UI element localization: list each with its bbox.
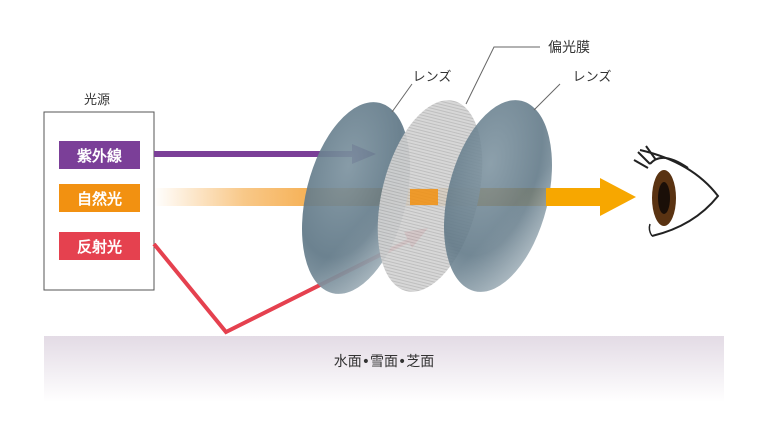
lens-right bbox=[444, 100, 552, 292]
lens-left-leader bbox=[391, 83, 413, 113]
light-source-title: 光源 bbox=[84, 93, 110, 108]
light-item-reflected: 反射光 bbox=[59, 232, 140, 260]
natural-beam-through-film bbox=[410, 189, 438, 205]
light-item-natural: 自然光 bbox=[59, 184, 140, 212]
surface-label: 水面•雪面•芝面 bbox=[334, 354, 435, 370]
polarizer-leader bbox=[465, 46, 540, 105]
lens-right-leader bbox=[533, 83, 561, 111]
polarizer-label: 偏光膜 bbox=[548, 40, 590, 56]
natural-arrowhead bbox=[600, 178, 636, 216]
natural-beam-exit bbox=[546, 188, 604, 206]
uv-label: 紫外線 bbox=[77, 147, 122, 165]
surface-band bbox=[44, 336, 724, 402]
uv-beam bbox=[154, 151, 354, 157]
lens-left-label: レンズ bbox=[413, 69, 452, 85]
reflected-label: 反射光 bbox=[77, 238, 122, 256]
eye-icon bbox=[633, 145, 720, 237]
light-item-uv: 紫外線 bbox=[59, 141, 140, 169]
natural-label: 自然光 bbox=[77, 190, 122, 208]
lens-right-label: レンズ bbox=[573, 69, 612, 85]
